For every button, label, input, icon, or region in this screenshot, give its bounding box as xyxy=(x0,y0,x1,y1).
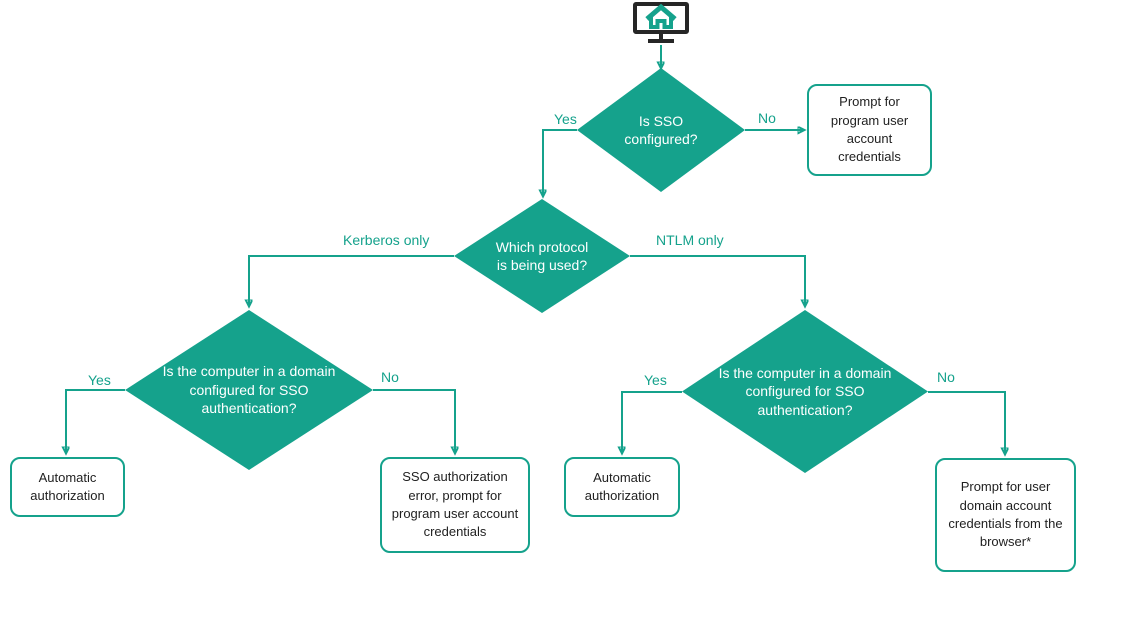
edge-kerberos-no xyxy=(373,389,455,453)
outcome-text: Prompt for program user account credenti… xyxy=(830,94,909,165)
edge-sso-yes xyxy=(543,129,577,196)
edge-label-ntlm-no: No xyxy=(937,369,955,385)
monitor-stand-stub xyxy=(659,32,663,39)
outcome-text: Automatic authorization xyxy=(30,469,105,503)
edge-label-protocol-ntlm: NTLM only xyxy=(656,232,724,248)
monitor-home-icon xyxy=(633,2,689,43)
outcome-text: Prompt for user domain account credentia… xyxy=(948,479,1063,550)
edge-protocol-kerberos xyxy=(249,255,454,306)
decision-text: Which protocol is being used? xyxy=(495,238,589,273)
decision-is-sso-configured: Is SSO configured? xyxy=(577,68,745,192)
outcome-text: SSO authorization error, prompt for prog… xyxy=(391,469,519,540)
edge-protocol-ntlm xyxy=(630,255,805,306)
home-body xyxy=(649,16,673,29)
decision-text: Is SSO configured? xyxy=(624,112,698,147)
home-roof xyxy=(645,3,677,21)
edge-label-sso-no: No xyxy=(758,110,776,126)
outcome-sso-error-prompt-program: SSO authorization error, prompt for prog… xyxy=(380,457,530,553)
edge-ntlm-yes xyxy=(622,391,682,453)
decision-text: Is the computer in a domain configured f… xyxy=(162,363,336,417)
decision-which-protocol: Which protocol is being used? xyxy=(454,199,630,313)
edge-label-kerberos-yes: Yes xyxy=(88,372,111,388)
decision-kerberos-domain-sso: Is the computer in a domain configured f… xyxy=(125,310,373,470)
decision-text: Is the computer in a domain configured f… xyxy=(718,364,892,418)
edge-label-kerberos-no: No xyxy=(381,369,399,385)
edge-kerberos-yes xyxy=(66,389,125,453)
edge-label-protocol-kerberos: Kerberos only xyxy=(343,232,430,248)
edge-label-ntlm-yes: Yes xyxy=(644,372,667,388)
decision-ntlm-domain-sso: Is the computer in a domain configured f… xyxy=(682,310,928,473)
edge-ntlm-no xyxy=(928,391,1005,454)
monitor-stand-base xyxy=(648,39,674,43)
outcome-prompt-program-credentials: Prompt for program user account credenti… xyxy=(807,84,932,176)
edge-label-sso-yes: Yes xyxy=(554,111,577,127)
outcome-text: Automatic authorization xyxy=(584,469,660,503)
outcome-prompt-user-domain-credentials: Prompt for user domain account credentia… xyxy=(935,458,1076,572)
outcome-automatic-authorization-ntlm: Automatic authorization xyxy=(564,457,680,517)
outcome-automatic-authorization-kerberos: Automatic authorization xyxy=(10,457,125,517)
